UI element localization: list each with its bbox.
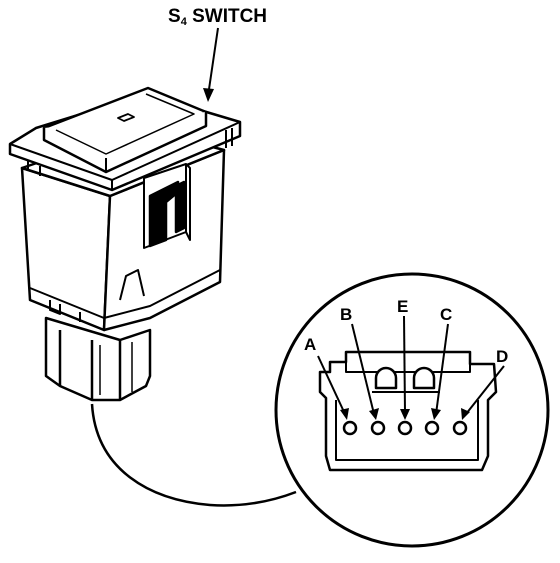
terminal-c xyxy=(424,420,440,436)
terminal-d xyxy=(452,420,468,436)
terminal-label-d: D xyxy=(496,347,508,366)
connector-magnifier: A B E C D xyxy=(274,272,550,548)
diagram-title: S4 SWITCH xyxy=(168,6,267,28)
leader-e xyxy=(400,315,410,420)
magnifier-lead-line xyxy=(90,403,297,507)
terminal-leaders xyxy=(317,315,505,420)
terminal-label-e: E xyxy=(397,297,408,316)
title-leader-arrow xyxy=(203,27,219,102)
connector-terminals xyxy=(342,420,468,436)
leader-b xyxy=(351,323,379,420)
switch-connector-stub xyxy=(44,316,152,402)
terminal-label-a: A xyxy=(304,335,316,354)
terminal-b xyxy=(370,420,386,436)
terminal-label-b: B xyxy=(340,305,352,324)
leader-c xyxy=(431,323,449,420)
switch-assembly xyxy=(8,86,242,402)
switch-push-button xyxy=(42,86,208,174)
switch-side-latch xyxy=(143,163,191,249)
terminal-a xyxy=(342,420,358,436)
terminal-label-c: C xyxy=(440,305,452,324)
terminal-e xyxy=(397,420,413,436)
leader-d xyxy=(461,365,505,420)
leader-a xyxy=(317,355,349,420)
